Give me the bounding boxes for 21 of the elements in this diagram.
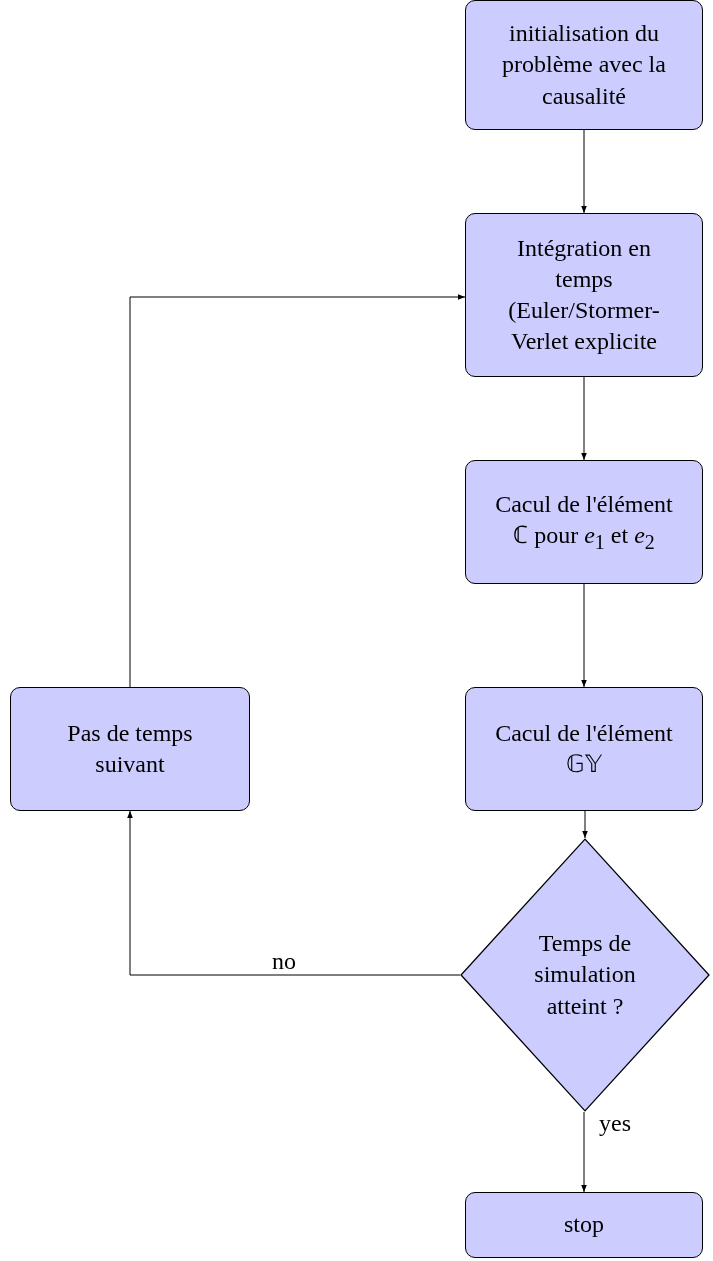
arrow [127,810,461,976]
arrow [581,129,587,214]
arrow [582,810,588,839]
arrow [129,294,466,688]
decision-text: Temps de simulation atteint ? [533,929,637,1021]
arrow [581,1111,587,1193]
process-text: Intégration en temps (Euler/Stormer-Verlet explicite [507,233,661,357]
decision-diamond [460,838,710,1112]
process-box [465,0,703,130]
process-box [465,1192,703,1258]
arrow [581,376,587,461]
process-box [465,687,703,811]
process-text: initialisation du problème avec la causalité [501,19,667,111]
process-text: Pas de temps suivant [66,718,194,779]
process-box [465,460,703,584]
process-box [465,213,703,377]
process-text: Cacul de l'élément 𝔾𝕐 [494,718,674,779]
arrow [581,583,587,688]
process-text: stop [564,1210,604,1240]
process-text: Cacul de l'élément ℂ pour e$_{1}$ et e$_{2}$ [494,490,674,555]
process-box [10,687,250,811]
